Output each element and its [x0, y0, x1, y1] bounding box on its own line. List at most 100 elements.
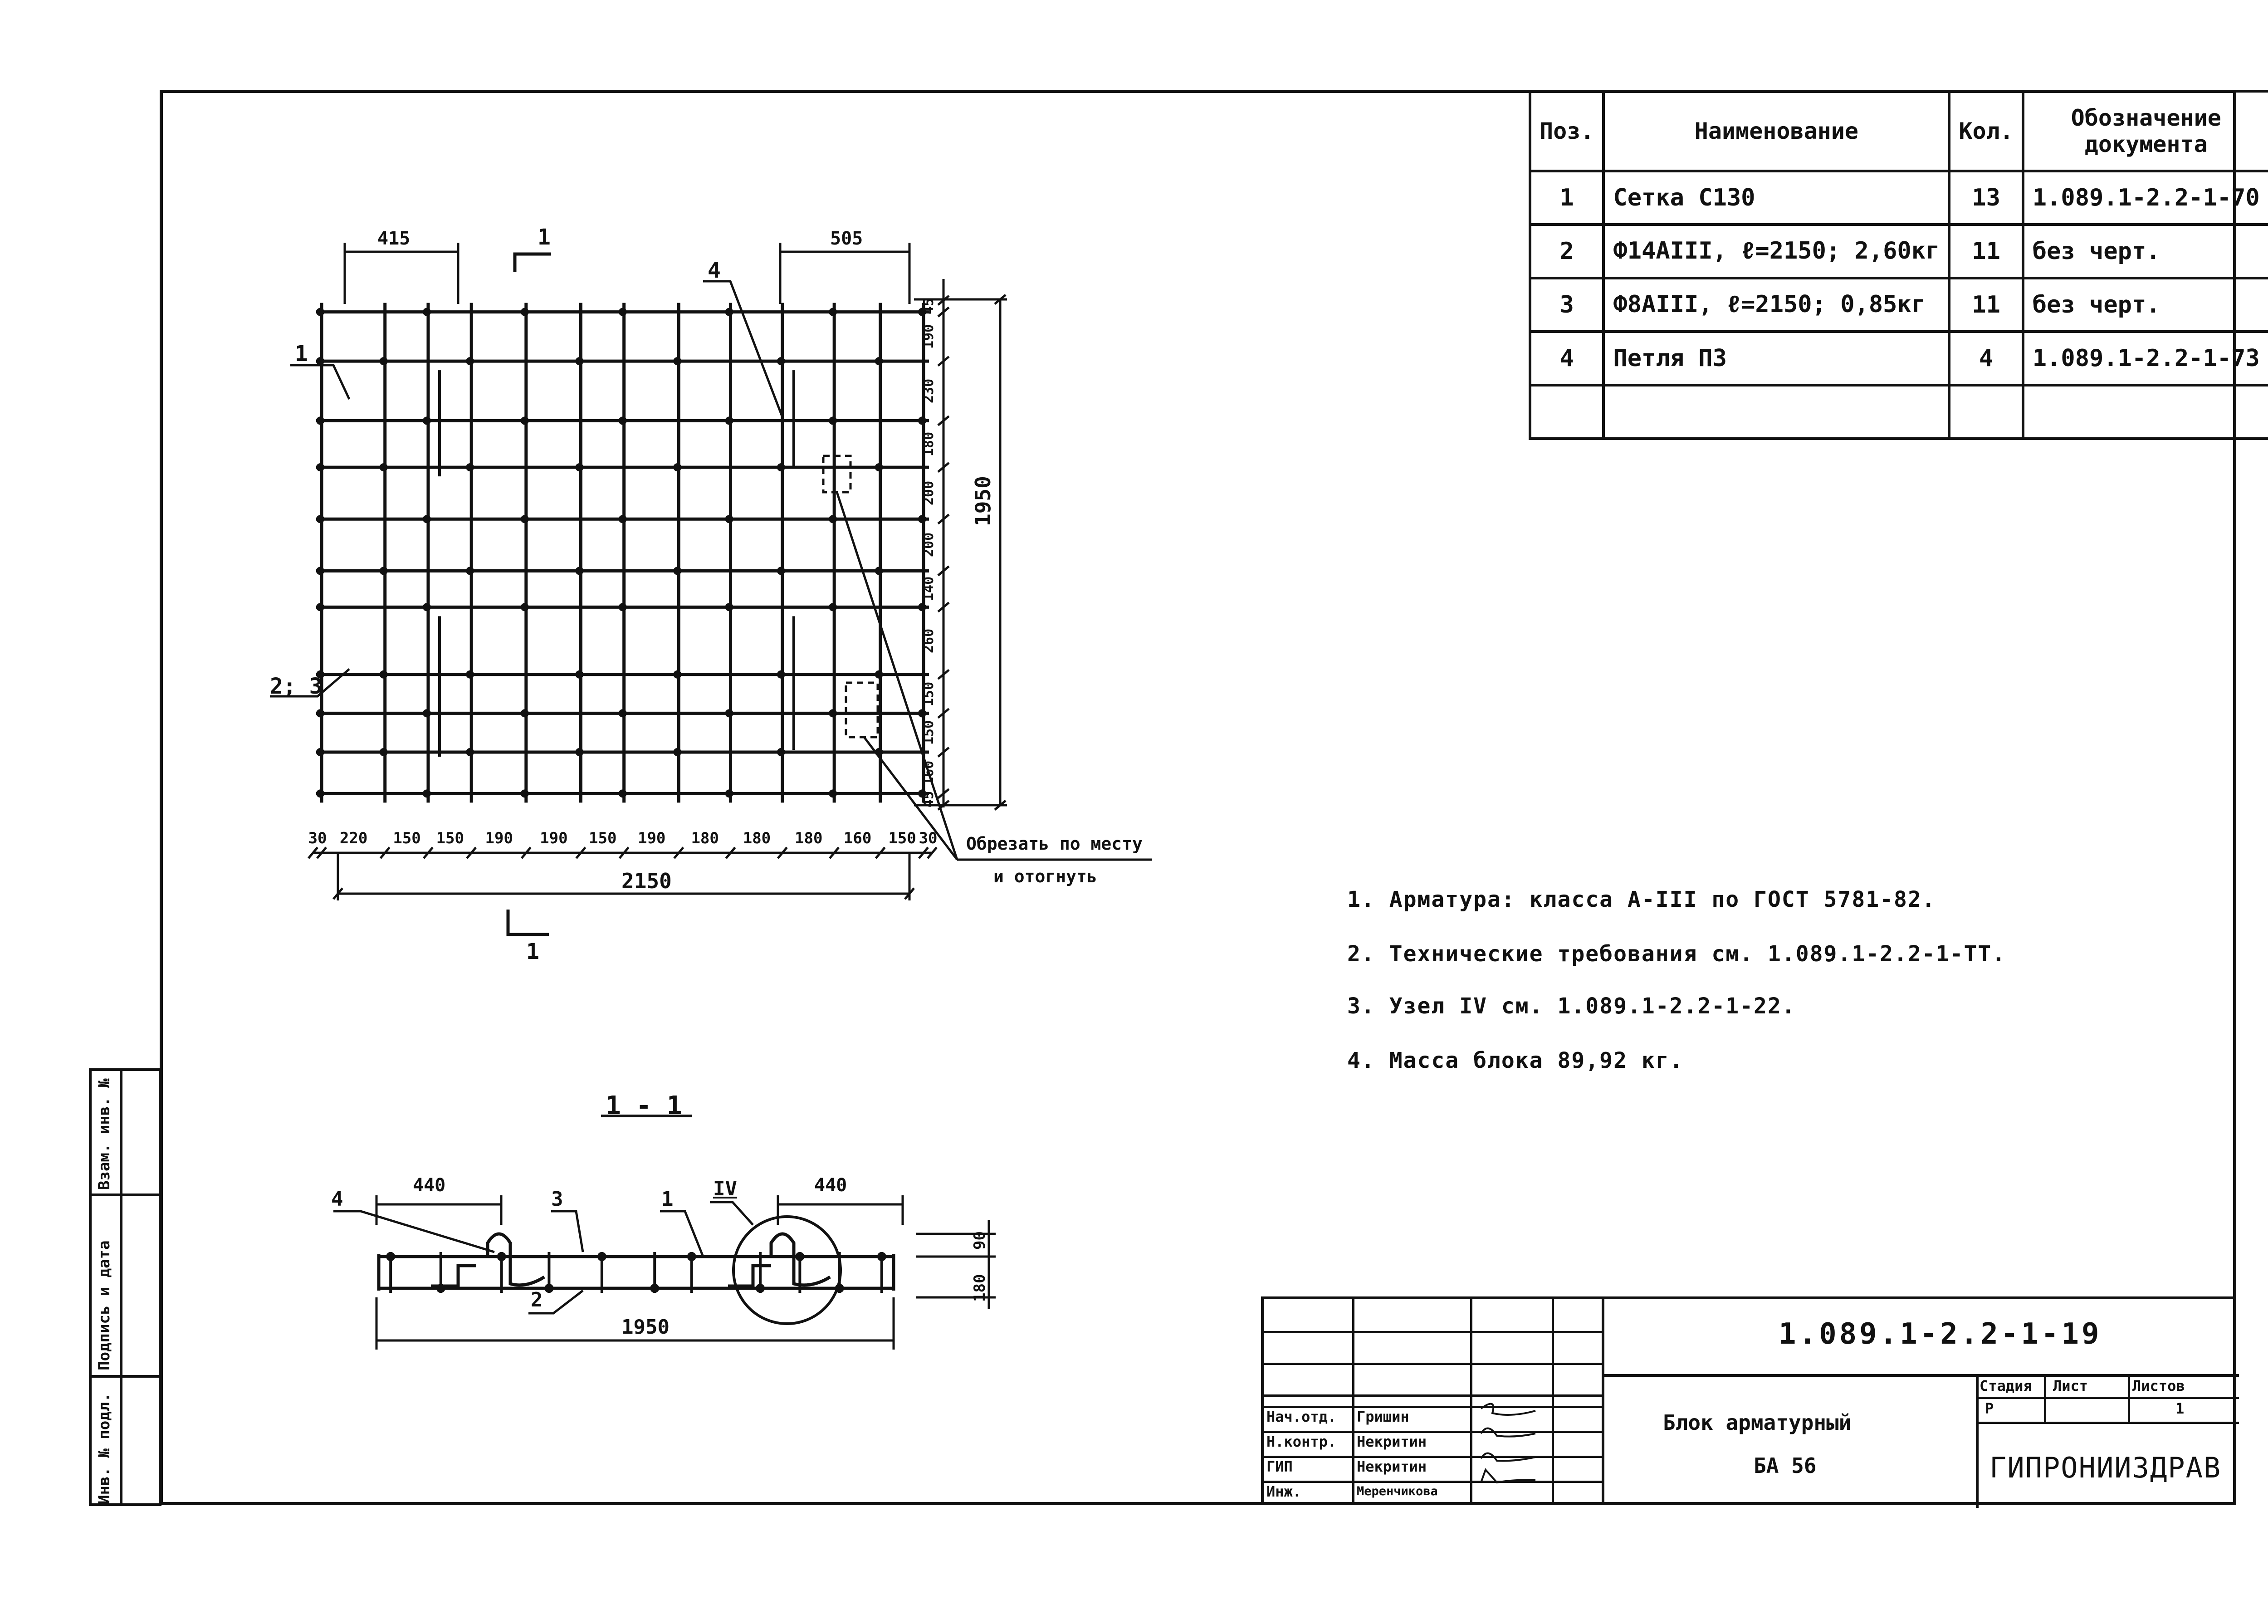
spec-pos: 1: [1528, 170, 1605, 226]
drawing-code: 1.089.1-2.2-1-19: [1779, 1317, 2102, 1351]
bottom-dim-label: 220: [339, 829, 368, 847]
weld-dot: [575, 567, 584, 575]
weld-dot: [466, 748, 474, 756]
weld-dot: [875, 463, 883, 472]
spec-header-doc: Обозначение документа: [2021, 90, 2268, 172]
note-4: 4. Масса блока 89,92 кг.: [1347, 1048, 1684, 1073]
dim-top-left: 415: [377, 228, 411, 249]
spec-doc: без черт.: [2021, 277, 2268, 333]
weld-dot: [618, 416, 627, 425]
spec-name: Ф8АIII, ℓ=2150; 0,85кг: [1602, 277, 1951, 333]
dim-tick: [937, 462, 950, 473]
weld-dot: [422, 603, 431, 611]
weld-dot: [618, 308, 627, 316]
dim-tick: [937, 747, 950, 758]
sheets-value: 1: [2175, 1400, 2185, 1417]
weld-dot: [520, 515, 529, 523]
weld-dot: [918, 709, 926, 718]
weld-dot: [777, 670, 785, 679]
weld-dot: [575, 463, 584, 472]
weld-dot: [829, 603, 837, 611]
right-dim-label: 45: [921, 791, 937, 808]
dim-tick: [937, 565, 950, 577]
side-stamp: Инв. № подл. Подпись и дата Взам. инв. №: [89, 1068, 161, 1506]
weld-dot: [422, 789, 431, 798]
weld-dot: [829, 709, 837, 718]
weld-dot: [725, 789, 733, 798]
spec-qty: 13: [1948, 170, 2024, 226]
signer-role: Инж.: [1266, 1483, 1302, 1500]
weld-dot: [316, 709, 325, 718]
weld-dot: [829, 789, 837, 798]
dim-tick: [379, 846, 391, 859]
section-mark-top: 1: [538, 225, 551, 250]
bottom-dim-label: 180: [743, 829, 771, 847]
weld-dot: [618, 789, 627, 798]
bottom-dim-label: 150: [589, 829, 617, 847]
weld-dot: [520, 308, 529, 316]
dim-tick: [937, 415, 950, 426]
drawing-frame: [160, 90, 2236, 1505]
section-callout-2: 2: [531, 1288, 543, 1311]
dim-tick: [937, 306, 950, 318]
weld-dot: [918, 308, 926, 316]
weld-dot: [379, 748, 388, 756]
dim-tick: [466, 846, 477, 859]
sheets-label: Листов: [2132, 1377, 2185, 1394]
right-dim-label: 45: [921, 298, 937, 314]
spec-header-pos: Поз.: [1528, 90, 1605, 172]
dim-tick: [618, 846, 630, 859]
weld-dot: [918, 515, 926, 523]
weld-dot: [673, 463, 682, 472]
section-dim-left: 440: [413, 1175, 446, 1196]
spec-header-doc-line2: документа: [2084, 131, 2208, 157]
spec-name: Петля П3: [1602, 330, 1951, 386]
weld-dot: [725, 515, 733, 523]
dim-tick: [937, 788, 950, 799]
bottom-dim-label: 180: [691, 829, 719, 847]
dim-tick: [777, 846, 788, 859]
weld-dot: [618, 515, 627, 523]
right-dim-label: 140: [921, 577, 937, 602]
dim-tick: [937, 669, 950, 680]
spec-qty: 4: [1948, 330, 2024, 386]
section-rod-dot: [497, 1252, 506, 1261]
weld-dot: [575, 748, 584, 756]
weld-dot: [575, 357, 584, 366]
weld-dot: [316, 603, 325, 611]
dim-tick: [575, 846, 587, 859]
section-callout-1: 1: [661, 1188, 674, 1211]
dim-tick: [937, 356, 950, 367]
section-title: 1 - 1: [606, 1091, 682, 1120]
weld-dot: [520, 709, 529, 718]
weld-dot: [466, 357, 474, 366]
dim-tick: [994, 800, 1007, 811]
bottom-dim-label: 150: [436, 829, 464, 847]
right-dim-label: 180: [921, 431, 937, 456]
note-3: 3. Узел IV см. 1.089.1-2.2-1-22.: [1347, 993, 1796, 1019]
weld-dot: [316, 748, 325, 756]
weld-dot: [379, 357, 388, 366]
weld-dot: [875, 357, 883, 366]
weld-dot: [316, 567, 325, 575]
dim-tick: [673, 846, 684, 859]
dim-top-right: 505: [830, 228, 863, 249]
bottom-dim-label: 180: [795, 829, 823, 847]
dim-tick: [308, 846, 318, 859]
weld-dot: [673, 748, 682, 756]
weld-dot: [875, 670, 883, 679]
section-callout-4: 4: [331, 1188, 343, 1211]
weld-dot: [316, 308, 325, 316]
bottom-dim-label: 30: [308, 829, 327, 847]
section-rod-dot: [544, 1284, 554, 1293]
weld-dot: [777, 357, 785, 366]
sheet-label: Лист: [2053, 1377, 2088, 1394]
spec-header-qty: Кол.: [1948, 90, 2024, 172]
dim-tick: [937, 295, 950, 306]
weld-dot: [316, 357, 325, 366]
bottom-dim-label: 190: [637, 829, 666, 847]
weld-dot: [316, 789, 325, 798]
section-rod-dot: [597, 1252, 606, 1261]
dim-tick: [937, 800, 950, 811]
dim-tick: [316, 846, 327, 859]
